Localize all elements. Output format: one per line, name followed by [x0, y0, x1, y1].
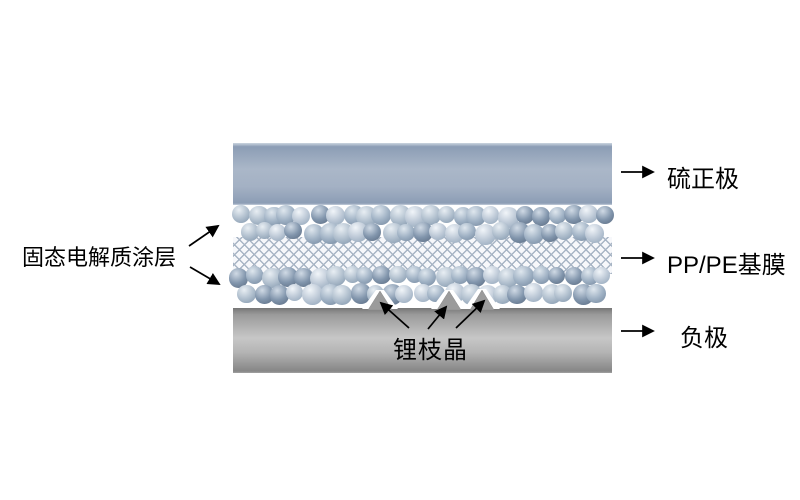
electrolyte-particle [524, 283, 543, 302]
electrolyte-particle [388, 265, 407, 284]
electrolyte-coating-bottom-band [228, 264, 614, 310]
coating-label: 固态电解质涂层 [22, 245, 177, 270]
electrolyte-coating-top-band [231, 203, 614, 249]
electrolyte-particle [418, 267, 437, 286]
electrolyte-particle [458, 222, 476, 241]
electrolyte-particle [249, 205, 269, 226]
electrolyte-particle [231, 204, 250, 223]
electrolyte-particle [481, 206, 500, 224]
electrolyte-particle [531, 207, 551, 227]
electrolyte-particle [515, 206, 534, 225]
electrolyte-particle [394, 284, 413, 303]
electrolyte-particle [347, 222, 369, 243]
electrolyte-particle [237, 284, 256, 304]
electrolyte-particle [269, 285, 290, 305]
electrolyte-particle [429, 222, 447, 240]
electrolyte-particle [304, 224, 325, 245]
electrolyte-particle [255, 285, 274, 304]
electrolyte-particle [595, 206, 614, 225]
electrolyte-particle [269, 224, 287, 242]
electrolyte-particle [412, 222, 433, 243]
electrolyte-particle [404, 206, 426, 227]
dendrite-label: 锂枝晶 [393, 337, 468, 364]
electrolyte-particle [372, 266, 391, 285]
electrolyte-particle [532, 266, 551, 284]
electrolyte-particle [293, 267, 314, 288]
electrolyte-particle [548, 206, 567, 225]
arrow-coating-lower [189, 266, 221, 285]
electrolyte-particle [326, 205, 346, 225]
electrolyte-particle [465, 267, 487, 288]
electrolyte-particle [284, 222, 302, 240]
electrolyte-particle [492, 222, 510, 240]
electrolyte-particle [540, 223, 560, 243]
electrolyte-particle [547, 266, 565, 284]
sulfur-cathode-layer [233, 143, 612, 205]
cathode-label: 硫正极 [667, 166, 739, 193]
electrolyte-particle [241, 223, 259, 241]
electrolyte-particle [276, 204, 297, 225]
electrolyte-particle [524, 224, 544, 244]
pp-pe-membrane-layer [233, 237, 612, 274]
electrolyte-particle [326, 265, 347, 286]
electrolyte-particle [586, 283, 606, 304]
electrolyte-particle [435, 266, 457, 288]
electrolyte-particle [564, 204, 584, 225]
electrolyte-particle [554, 283, 573, 302]
electrolyte-particle [427, 284, 445, 303]
electrolyte-particle [420, 205, 441, 226]
electrolyte-particle [437, 205, 455, 223]
electrolyte-particle [355, 266, 374, 285]
electrolyte-particle [397, 223, 415, 241]
electrolyte-particle [228, 268, 249, 288]
electrolyte-particle [513, 265, 534, 287]
electrolyte-particle [302, 284, 323, 305]
electrolyte-particle [277, 266, 298, 287]
electrolyte-particle [554, 222, 573, 240]
electrolyte-particle [482, 265, 502, 285]
electrolyte-particle [285, 283, 304, 301]
electrolyte-particle [475, 224, 496, 246]
electrolyte-particle [592, 267, 610, 285]
separator-label: PP/PE基膜 [667, 252, 786, 279]
electrolyte-particle [564, 266, 584, 285]
anode-layer [233, 308, 612, 373]
electrolyte-particle [466, 206, 487, 226]
electrolyte-particle [310, 205, 330, 225]
electrolyte-particle [291, 206, 311, 226]
anode-label: 负极 [680, 325, 728, 352]
electrolyte-particle [585, 224, 604, 243]
electrolyte-particle [255, 221, 273, 239]
electrolyte-particle [507, 284, 527, 305]
electrolyte-particle [363, 222, 382, 242]
arrow-coating-upper [188, 224, 220, 247]
electrolyte-particle [579, 204, 598, 223]
electrolyte-particle [331, 284, 352, 305]
electrolyte-particle [451, 266, 470, 285]
electrolyte-particle [371, 205, 392, 226]
electrolyte-particle [245, 266, 263, 284]
